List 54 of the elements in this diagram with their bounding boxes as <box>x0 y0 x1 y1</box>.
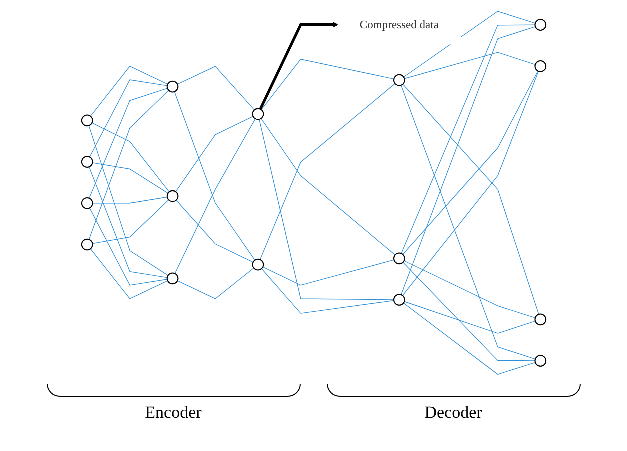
section-label: Decoder <box>424 403 482 423</box>
connector <box>92 162 168 194</box>
connector <box>404 301 536 334</box>
connector <box>258 119 394 300</box>
connector <box>402 302 536 375</box>
connector <box>402 262 536 362</box>
connector <box>260 118 396 256</box>
connector <box>260 59 394 110</box>
section-label: Encoder <box>145 403 202 423</box>
node-circle <box>80 156 93 168</box>
connector <box>176 200 254 263</box>
node-circle <box>166 80 178 93</box>
connector <box>88 90 169 240</box>
connector <box>402 70 538 255</box>
node-circle <box>393 294 405 306</box>
arrow <box>258 22 338 110</box>
connector <box>92 200 169 244</box>
connector <box>88 126 168 276</box>
connector <box>174 118 256 274</box>
node-circle <box>393 74 405 86</box>
node-circle <box>80 114 93 127</box>
connector <box>88 166 168 278</box>
connector <box>262 260 394 286</box>
node-circle <box>80 197 93 210</box>
connector <box>176 268 254 300</box>
connector <box>89 208 168 286</box>
node-circle <box>80 238 93 251</box>
connector <box>91 122 170 192</box>
node-circle <box>534 314 546 326</box>
node-text: Compressed data <box>359 18 438 32</box>
connector <box>176 66 254 111</box>
connector <box>260 268 394 314</box>
connector <box>92 196 168 204</box>
connector <box>175 116 254 192</box>
node-circle <box>393 252 405 265</box>
node-circle <box>166 272 178 285</box>
node-circle <box>252 258 264 271</box>
connector <box>89 80 168 158</box>
connector <box>400 85 536 360</box>
connector <box>404 52 536 80</box>
connector <box>90 66 168 117</box>
node-circle <box>534 60 546 72</box>
connector <box>403 260 536 318</box>
connector <box>400 24 536 254</box>
connector <box>88 88 168 199</box>
connector <box>174 92 255 261</box>
node-circle <box>252 108 264 120</box>
connector <box>259 83 396 260</box>
node-circle <box>534 19 546 32</box>
connector <box>400 26 536 296</box>
node-circle <box>534 355 546 367</box>
connector <box>90 248 168 300</box>
connector <box>403 11 536 78</box>
node-circle <box>166 190 178 202</box>
